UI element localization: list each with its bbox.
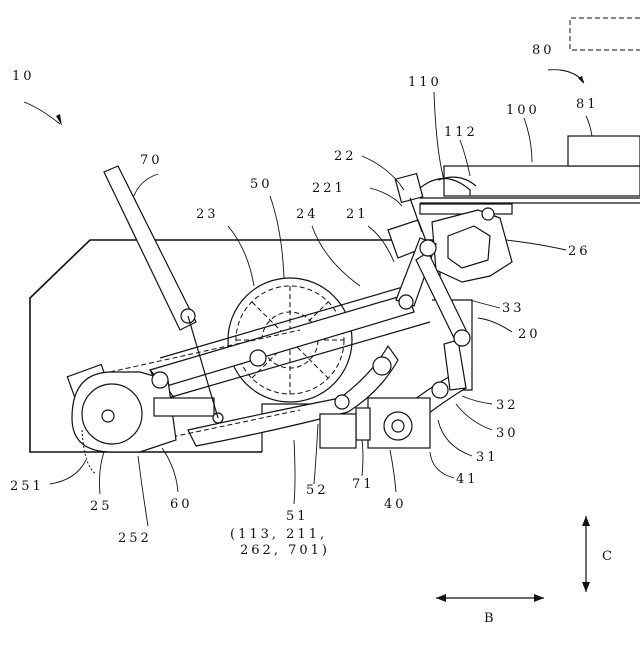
label-33: 33	[502, 301, 525, 316]
direction-arrow-c	[582, 516, 590, 592]
label-10: 10	[12, 69, 35, 84]
label-32: 32	[496, 398, 519, 413]
label-direction-c: C	[602, 549, 615, 564]
label-51-sub1: (113, 211,	[230, 527, 327, 542]
label-70: 70	[140, 153, 163, 168]
label-23: 23	[196, 207, 219, 222]
label-112: 112	[444, 125, 478, 140]
label-21: 21	[346, 207, 369, 222]
label-100: 100	[506, 103, 540, 118]
label-51-sub2: 262, 701)	[240, 543, 330, 558]
label-24: 24	[296, 207, 319, 222]
label-221: 221	[312, 181, 346, 196]
label-80: 80	[532, 43, 555, 58]
label-52: 52	[306, 483, 329, 498]
label-26: 26	[568, 244, 591, 259]
lever-70	[104, 166, 196, 330]
label-25: 25	[90, 499, 113, 514]
label-40: 40	[384, 497, 407, 512]
component-80-outline	[570, 18, 640, 50]
label-51: 51	[286, 509, 309, 524]
label-50: 50	[250, 177, 273, 192]
tray-100	[420, 136, 640, 214]
direction-arrow-b	[436, 594, 544, 602]
label-22: 22	[334, 149, 357, 164]
label-110: 110	[408, 75, 442, 90]
label-41: 41	[456, 472, 479, 487]
label-direction-b: B	[484, 611, 497, 626]
bracket	[154, 398, 214, 416]
label-71: 71	[352, 477, 375, 492]
label-31: 31	[476, 450, 499, 465]
label-60: 60	[170, 497, 193, 512]
label-20: 20	[518, 327, 541, 342]
label-81: 81	[576, 97, 599, 112]
label-252: 252	[118, 531, 152, 546]
label-251: 251	[10, 479, 44, 494]
label-30: 30	[496, 426, 519, 441]
